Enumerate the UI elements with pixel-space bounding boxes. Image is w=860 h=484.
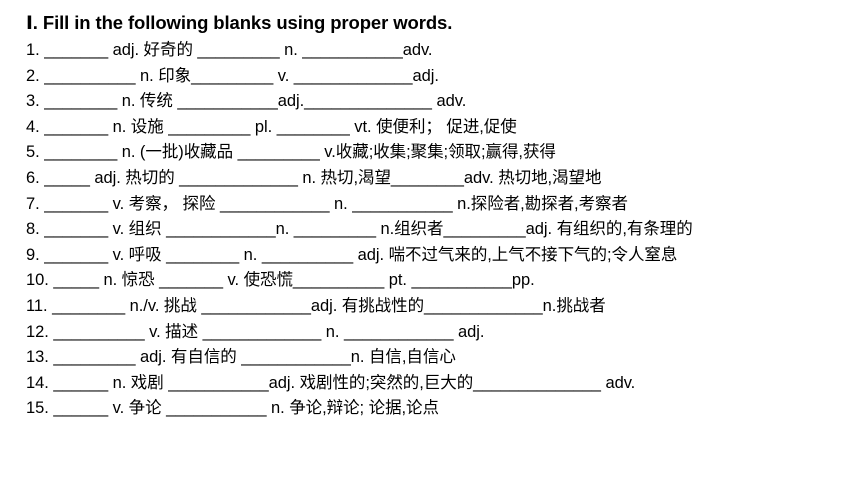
exercise-line-13: 13. _________ adj. 有自信的 ____________n. 自…: [26, 348, 456, 367]
exercise-line-11: 11. ________ n./v. 挑战 ____________adj. 有…: [26, 296, 606, 315]
exercise-line-10: 10. _____ n. 惊恐 _______ v. 使恐慌__________…: [26, 271, 535, 290]
exercise-line-1: 1. _______ adj. 好奇的 _________ n. _______…: [26, 41, 433, 59]
exercise-line-8: 8. _______ v. 组织 ____________n. ________…: [26, 220, 693, 239]
exercise-line-9: 9. _______ v. 呼吸 ________ n. __________ …: [26, 245, 678, 264]
exercise-line-2: 2. __________ n. 印象_________ v. ________…: [26, 66, 439, 85]
exercise-line-15: 15. ______ v. 争论 ___________ n. 争论,辩论; 论…: [26, 399, 439, 418]
exercise-line-14: 14. ______ n. 戏剧 ___________adj. 戏剧性的;突然…: [26, 373, 636, 392]
exercise-title: Ⅰ. Fill in the following blanks using pr…: [26, 12, 453, 33]
exercise-line-5: 5. ________ n. (一批)收藏品 _________ v.收藏;收集…: [26, 143, 556, 162]
exercise-line-12: 12. __________ v. 描述 _____________ n. __…: [26, 322, 485, 341]
exercise-line-6: 6. _____ adj. 热切的 _____________ n. 热切,渴望…: [26, 168, 602, 187]
exercise-lines: 1. _______ adj. 好奇的 _________ n. _______…: [26, 38, 860, 422]
exercise-line-7: 7. _______ v. 考察， 探险 ____________ n. ___…: [26, 194, 628, 213]
exercise-line-3: 3. ________ n. 传统 ___________adj._______…: [26, 92, 467, 111]
exercise-line-4: 4. _______ n. 设施 _________ pl. ________ …: [26, 117, 517, 136]
